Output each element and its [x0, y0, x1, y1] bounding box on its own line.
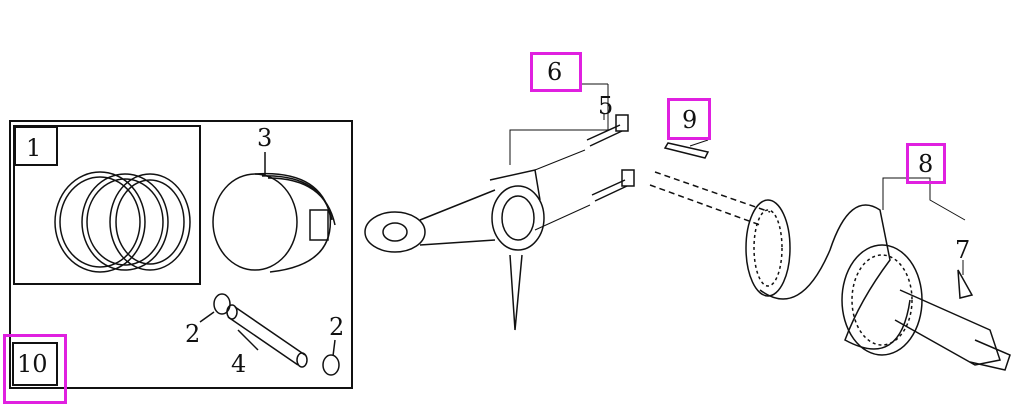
- highlight-8: [906, 143, 946, 184]
- connecting-rod-bolts: [586, 114, 635, 202]
- piston: [212, 172, 336, 273]
- callout-9: 9: [682, 106, 698, 134]
- callout-3: 3: [257, 124, 273, 152]
- callout-8: 8: [918, 150, 934, 178]
- piston-assembly-frame: [9, 120, 353, 389]
- piston-ring-frame: [13, 125, 201, 285]
- callout-2-left: 2: [185, 320, 201, 348]
- highlight-10: [3, 334, 67, 404]
- callout-7: 7: [955, 236, 971, 264]
- callout-10: 10: [17, 350, 48, 378]
- crankshaft-key: [957, 269, 974, 299]
- callout-1: 1: [26, 134, 42, 162]
- circlip-right: [322, 354, 340, 376]
- piston-assembly-label-box: [12, 342, 58, 386]
- connecting-rod: [364, 169, 545, 331]
- callout-2-right: 2: [329, 313, 345, 341]
- piston-rings: [54, 171, 191, 273]
- highlight-6: [530, 52, 582, 92]
- circlip-left: [213, 293, 231, 315]
- callout-5: 5: [598, 92, 614, 120]
- crankshaft: [649, 171, 1011, 371]
- key-part: [663, 142, 710, 159]
- callout-6: 6: [547, 58, 563, 86]
- piston-ring-label-box: [14, 126, 58, 166]
- highlight-9: [667, 98, 711, 140]
- callout-4: 4: [231, 350, 247, 378]
